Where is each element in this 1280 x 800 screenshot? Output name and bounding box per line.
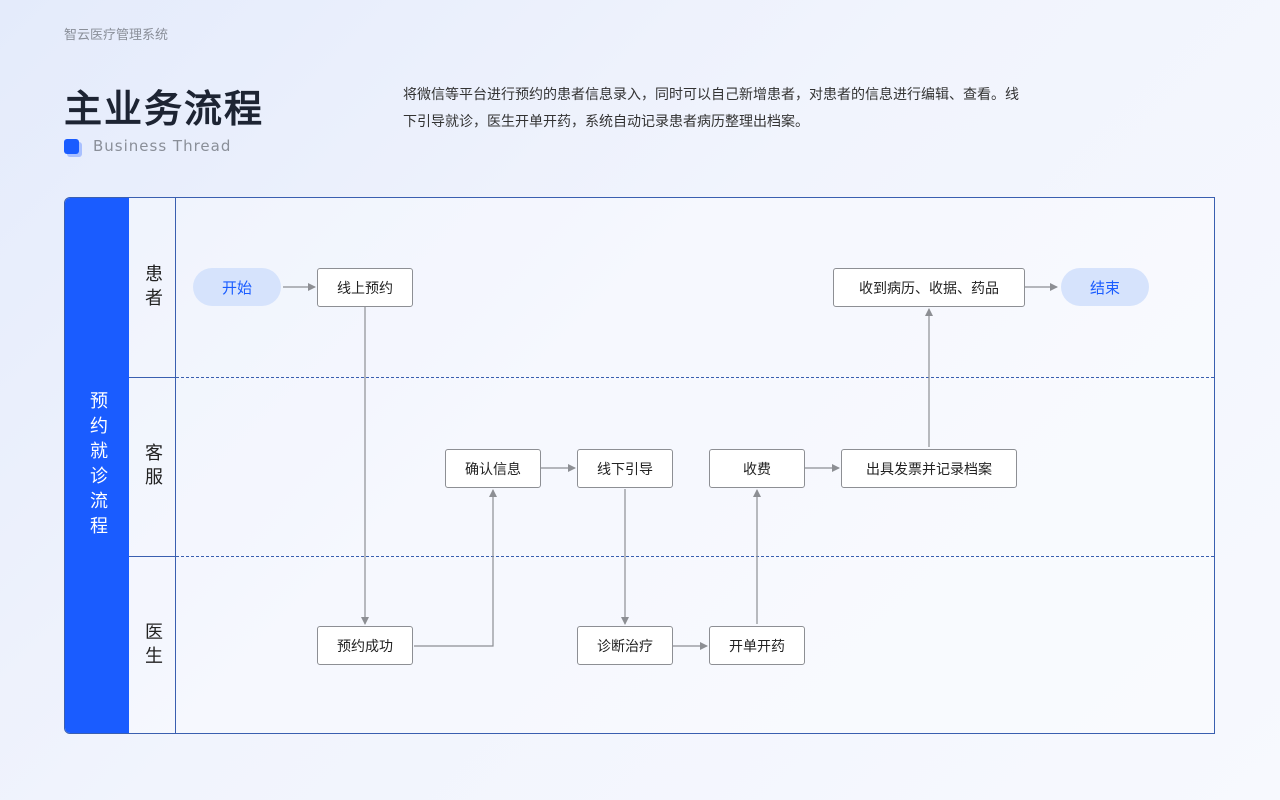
charge-node: 收费 — [709, 449, 805, 488]
app-name: 智云医疗管理系统 — [64, 28, 169, 43]
lane-label-patient: 患者 — [129, 198, 175, 377]
page-subtitle: Business Thread — [93, 137, 232, 155]
lane-dashed-divider — [176, 377, 1214, 378]
offline-guide-node: 线下引导 — [577, 449, 673, 488]
arrow-success-to-confirm — [414, 489, 497, 647]
square-icon — [64, 138, 79, 154]
page-title: 主业务流程 — [64, 87, 265, 131]
lane-label-text: 医生 — [142, 621, 163, 670]
receive-records-node: 收到病历、收据、药品 — [833, 268, 1025, 307]
diagnosis-node: 诊断治疗 — [577, 626, 673, 665]
online-booking-node: 线上预约 — [317, 268, 413, 307]
page-description: 将微信等平台进行预约的患者信息录入，同时可以自己新增患者，对患者的信息进行编辑、… — [403, 87, 1019, 130]
swimlane-diagram: 预约就诊流程 患者 客服 医生 开始 线上预约 — [64, 197, 1215, 734]
start-node: 开始 — [193, 268, 281, 306]
lane-label-text: 客服 — [142, 442, 163, 491]
lane-column-divider — [175, 198, 176, 733]
lane-dashed-divider — [176, 556, 1214, 557]
process-label: 预约就诊流程 — [65, 198, 129, 733]
booking-success-node: 预约成功 — [317, 626, 413, 665]
subtitle-group: Business Thread — [64, 137, 231, 155]
process-label-text: 预约就诊流程 — [87, 390, 108, 541]
lane-row-divider — [129, 377, 176, 378]
flow-connectors — [283, 283, 1058, 650]
invoice-archive-node: 出具发票并记录档案 — [841, 449, 1017, 488]
prescribe-node: 开单开药 — [709, 626, 805, 665]
lane-row-divider — [129, 556, 176, 557]
confirm-info-node: 确认信息 — [445, 449, 541, 488]
lane-label-doctor: 医生 — [129, 556, 175, 733]
lane-label-text: 患者 — [142, 263, 163, 312]
lane-label-service: 客服 — [129, 377, 175, 556]
end-node: 结束 — [1061, 268, 1149, 306]
